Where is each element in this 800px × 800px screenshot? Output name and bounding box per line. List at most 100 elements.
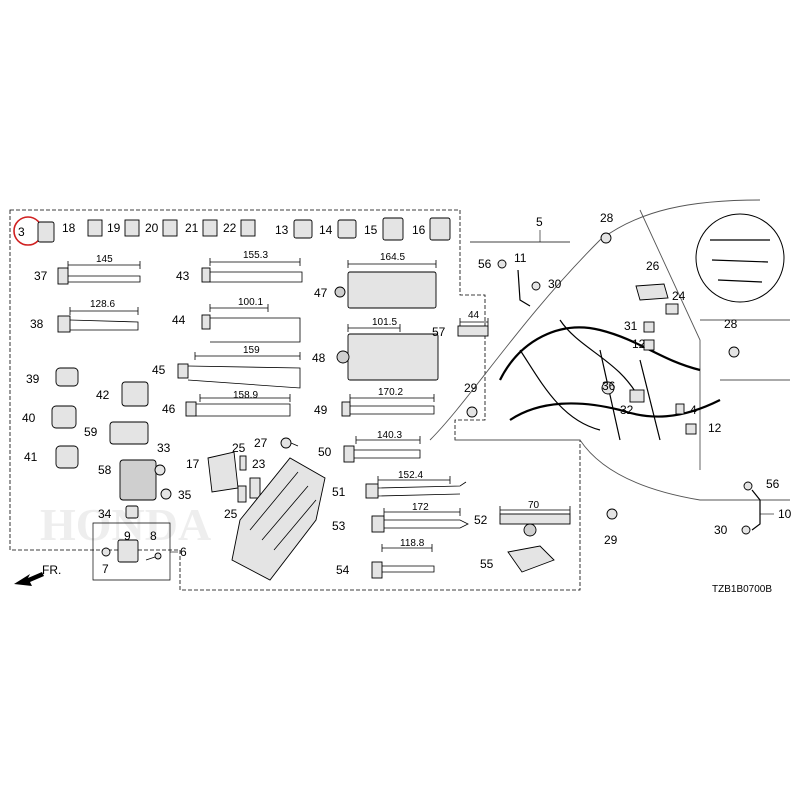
part-40-grommet[interactable]: 40 [22,405,77,429]
callout-12-upper: 12 [632,337,646,351]
part-58-ecu-bracket[interactable]: 58 [98,459,157,501]
callout-44: 44 [172,313,186,327]
part-10-cable[interactable]: 10 [751,489,792,531]
part-37-clip[interactable]: 145 37 [34,254,141,285]
callout-53: 53 [332,519,346,533]
part-30-bolt-lower[interactable]: 30 [714,523,751,537]
part-56-bolt-upper[interactable]: 56 [478,257,507,271]
callout-29-upper: 29 [464,381,478,395]
callout-55: 55 [480,557,494,571]
part-25-fuse-upper[interactable]: 25 [232,441,247,471]
callout-45: 45 [152,363,166,377]
part-12-clip-lower[interactable]: 12 [685,421,722,435]
part-12-clip-upper[interactable]: 12 [632,337,655,351]
part-56-bolt-lower[interactable]: 56 [743,477,780,491]
part-11-cable[interactable]: 11 [514,251,531,307]
callout-58: 58 [98,463,112,477]
dimension-37: 145 [96,254,113,265]
callout-57: 57 [432,325,446,339]
dimension-38: 128.6 [90,299,115,310]
part-13-relay[interactable]: 13 [275,219,313,239]
callout-29-lower: 29 [604,533,618,547]
part-7-nut[interactable]: 7 [101,547,111,576]
part-4-clip[interactable]: 4 [675,403,697,417]
part-39-grommet[interactable]: 39 [26,367,79,387]
engine-wire-harness[interactable] [499,319,721,441]
part-29-clip-upper[interactable]: 29 [464,381,478,418]
callout-17: 17 [186,457,200,471]
dimension-47: 164.5 [380,252,405,263]
callout-56-upper: 56 [478,257,492,271]
callout-14: 14 [319,223,333,237]
part-49-clip[interactable]: 170.2 49 [314,387,435,417]
part-46-bracket[interactable]: 158.9 46 [162,390,291,417]
part-34-clip[interactable]: 34 [98,505,139,521]
callout-3: 3 [18,225,25,239]
callout-31: 31 [624,319,638,333]
dimension-50: 140.3 [377,430,402,441]
part-41-grommet[interactable]: 41 [24,445,79,469]
part-31-clip[interactable]: 31 [624,319,655,333]
dimension-43: 155.3 [243,250,268,261]
part-17-relay-box[interactable]: 17 [186,451,239,493]
part-19-fuse[interactable]: 19 [107,219,140,237]
callout-9: 9 [124,529,131,543]
part-54-clip[interactable]: 118.8 54 [336,538,435,579]
part-14-relay[interactable]: 14 [319,219,357,239]
part-18-fuse[interactable]: 18 [62,219,103,237]
part-20-fuse[interactable]: 20 [145,219,178,237]
direction-label: FR. [42,563,61,577]
callout-59: 59 [84,425,98,439]
part-24-clip[interactable]: 24 [665,289,686,315]
part-8-bolt[interactable]: 8 [145,529,162,561]
callout-38: 38 [30,317,44,331]
part-44-bracket[interactable]: 100.1 44 [172,297,301,343]
part-55-cover[interactable]: 55 [480,545,555,573]
part-21-fuse[interactable]: 21 [185,219,218,237]
part-47-band[interactable]: 164.5 47 [314,252,437,309]
part-52-clip[interactable]: 70 52 [474,500,571,537]
callout-7: 7 [102,562,109,576]
part-22-fuse[interactable]: 22 [223,219,256,237]
part-26-cover[interactable]: 26 [635,259,669,301]
part-50-clip[interactable]: 140.3 50 [318,430,421,463]
part-35-nut[interactable]: 35 [160,488,192,502]
callout-6: 6 [180,545,187,559]
callout-10: 10 [778,507,792,521]
part-27-bolt[interactable]: 27 [254,436,299,450]
part-25-fuse-lower[interactable]: 25 [224,485,247,521]
fuse-box-main[interactable] [231,457,326,581]
part-29-clip-lower[interactable]: 29 [604,508,618,547]
callout-22: 22 [223,221,237,235]
part-59-holder[interactable]: 59 [84,421,149,445]
callout-23: 23 [252,457,266,471]
dimension-46: 158.9 [233,390,258,401]
part-38-clip[interactable]: 128.6 38 [30,299,139,333]
part-43-bracket[interactable]: 155.3 43 [176,250,303,283]
part-45-bracket[interactable]: 159 45 [152,345,301,389]
part-23-fuse[interactable]: 23 [249,457,266,499]
part-51-tie[interactable]: 152.4 51 [332,470,467,499]
part-6-assembly-box[interactable]: 6 [92,522,187,581]
part-30-bolt-upper[interactable]: 30 [531,277,562,291]
part-53-tie[interactable]: 172 53 [332,502,469,533]
dimension-44: 100.1 [238,297,263,308]
dimension-54: 118.8 [400,538,425,549]
part-16-relay[interactable]: 16 [412,217,451,241]
part-33-bolt[interactable]: 33 [154,441,171,476]
part-48-band[interactable]: 101.5 48 [312,317,439,381]
callout-35: 35 [178,488,192,502]
part-32-bracket[interactable]: 32 [620,389,645,417]
callout-8: 8 [150,529,157,543]
part-57-clip[interactable]: 44 57 [432,310,489,339]
callout-25-upper: 25 [232,441,246,455]
part-9-bracket[interactable]: 9 [117,529,139,563]
part-28-clip-upper[interactable]: 28 [600,211,614,244]
part-36-grommet[interactable]: 36 [601,379,616,395]
callout-51: 51 [332,485,346,499]
callout-5: 5 [536,215,543,229]
part-42-holder[interactable]: 42 [96,381,149,407]
part-15-relay[interactable]: 15 [364,217,404,241]
part-28-clip-lower[interactable]: 28 [724,317,740,358]
part-3-connector[interactable]: 3 [13,216,55,246]
